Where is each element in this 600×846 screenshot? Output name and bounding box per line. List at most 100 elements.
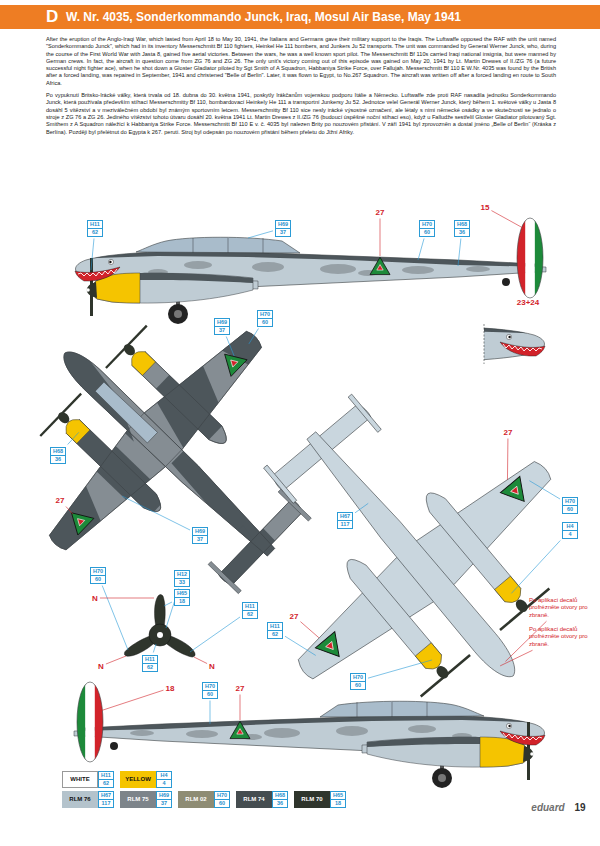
shark-eye: [506, 334, 511, 339]
paint-code-box: H1233: [174, 570, 190, 587]
leader-line: [210, 701, 211, 725]
color-name: RLM 02: [185, 796, 206, 803]
color-name: WHITE: [70, 776, 89, 783]
color-name: RLM 76: [69, 796, 90, 803]
nose-detail: [484, 303, 552, 362]
paint-code: H4: [157, 772, 171, 780]
wheel: [432, 768, 452, 788]
paint-code-box: H7060: [202, 682, 218, 699]
paint-code: H70: [91, 568, 105, 576]
paint-code: 60: [203, 691, 217, 698]
paint-code: H69: [193, 528, 207, 536]
fin-outline: [517, 218, 543, 298]
fin: [208, 561, 241, 593]
paint-code-box: H1162: [87, 220, 103, 237]
iraqi-marking-center: [75, 516, 85, 526]
fuselage-outline: [484, 326, 545, 362]
shark-pupil: [109, 261, 111, 263]
leader-line: [66, 507, 73, 515]
paint-code-box: H6518: [330, 791, 346, 808]
paint-code: 18: [175, 598, 189, 605]
leader-line: [164, 602, 172, 606]
paint-code: 117: [338, 521, 352, 528]
paint-code-box: H1162: [242, 602, 258, 619]
paint-code-box: H1162: [142, 655, 158, 672]
shark-mouth: [500, 342, 545, 356]
fin: [278, 489, 311, 521]
leader-line: [500, 650, 532, 666]
mottle: [336, 726, 368, 736]
sheet-title: W. Nr. 4035, Sonderkommando Junck, Iraq,…: [66, 10, 461, 24]
leader-line: [458, 239, 461, 267]
rudder-white: [525, 216, 534, 300]
paint-code: H70: [215, 792, 229, 800]
paint-code-box: H7060: [562, 497, 578, 514]
paint-code-box: H67117: [98, 791, 114, 808]
cut-line: [484, 324, 485, 364]
paint-code: H65: [175, 590, 189, 598]
shark-pupil: [508, 725, 510, 727]
leader-line: [194, 657, 207, 664]
leader-line: [507, 439, 508, 480]
spinner-tip: [530, 752, 534, 756]
leader-line: [102, 586, 128, 651]
color-swatch: RLM 70: [294, 791, 330, 808]
mottle: [320, 264, 356, 274]
paint-code-box: H1162: [98, 771, 114, 788]
paint-code: H68: [273, 792, 287, 800]
brand-logo: eduard: [531, 802, 564, 814]
rudder-green: [535, 216, 544, 300]
leader-lines: [66, 211, 560, 724]
mottle: [184, 261, 212, 269]
canopy-frame: [427, 702, 428, 717]
mottle: [252, 262, 284, 272]
paint-code: H70: [351, 674, 365, 682]
paint-code: H68: [51, 448, 65, 456]
paint-code: H69: [215, 319, 229, 327]
paint-code: 36: [51, 456, 65, 463]
iraqi-marking-center: [377, 265, 383, 271]
canopy-frame: [392, 702, 393, 717]
instruction-note: Po aplikaci decalů profrézněte otvory pr…: [529, 626, 591, 649]
iraqi-marking-center: [228, 357, 238, 367]
iraqi-marking: [63, 504, 93, 535]
paint-code: 60: [420, 229, 434, 236]
paint-code: 60: [215, 800, 229, 807]
decal-number: 27: [376, 208, 385, 217]
paint-code: H12: [175, 571, 189, 579]
camouflage-splinter: [164, 448, 292, 573]
leader-line: [355, 503, 368, 513]
iraqi-marking: [230, 721, 250, 738]
leader-line: [240, 695, 241, 721]
paint-code: 4: [157, 780, 171, 787]
leader-line: [226, 337, 234, 357]
propeller: [106, 326, 147, 368]
decal-number: 27: [56, 496, 65, 505]
paint-code: 60: [91, 576, 105, 583]
canopy-frame: [228, 238, 229, 253]
decal-number: 27: [504, 428, 513, 437]
shark-eye: [506, 723, 511, 728]
decal-number: 27: [236, 684, 245, 693]
spinner-center: [157, 632, 163, 638]
paint-code: 18: [331, 800, 345, 807]
iraqi-marking: [315, 632, 348, 665]
shark-teeth: [503, 344, 542, 351]
paint-code: 62: [268, 631, 282, 638]
shark-mouth: [75, 267, 120, 281]
aircraft-view: [68, 216, 548, 324]
leader-line: [511, 541, 560, 594]
fin: [264, 465, 297, 503]
canopy-frame: [193, 238, 194, 253]
aircraft-view: [187, 330, 600, 778]
decal-number: 15: [481, 203, 490, 212]
nacelle: [367, 737, 528, 767]
paint-code-box: H44: [156, 771, 172, 788]
paint-code: 36: [455, 229, 469, 236]
paint-code: H70: [203, 683, 217, 691]
mottle: [130, 730, 154, 736]
leader-line: [153, 644, 156, 653]
history-text: Po vypuknutí Britsko-Irácké války, která…: [46, 92, 556, 136]
